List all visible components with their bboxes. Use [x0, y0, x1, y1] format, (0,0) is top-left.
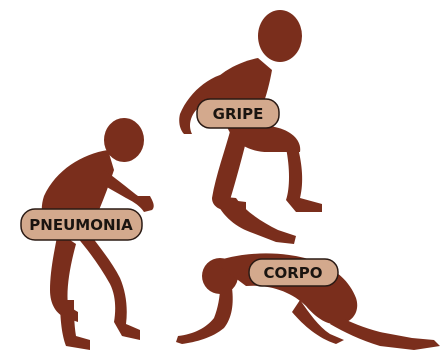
- figure-crouching-head: [104, 118, 144, 162]
- figure-climbing-head: [258, 10, 302, 62]
- label-pneumonia-text: PNEUMONIA: [29, 216, 133, 234]
- label-pneumonia: PNEUMONIA: [21, 209, 142, 240]
- figure-crouching-back-foot: [60, 300, 90, 350]
- label-corpo-text: CORPO: [263, 264, 322, 282]
- label-gripe: GRIPE: [197, 99, 279, 128]
- label-gripe-text: GRIPE: [213, 105, 264, 123]
- figure-kneeling-arm: [176, 288, 233, 344]
- figure-climbing-lower-leg: [214, 196, 296, 244]
- figure-crouching-front-leg: [76, 234, 140, 340]
- label-corpo: CORPO: [249, 259, 338, 286]
- figure-kneeling-leg: [330, 316, 440, 350]
- figure-climbing-front-leg: [286, 148, 322, 212]
